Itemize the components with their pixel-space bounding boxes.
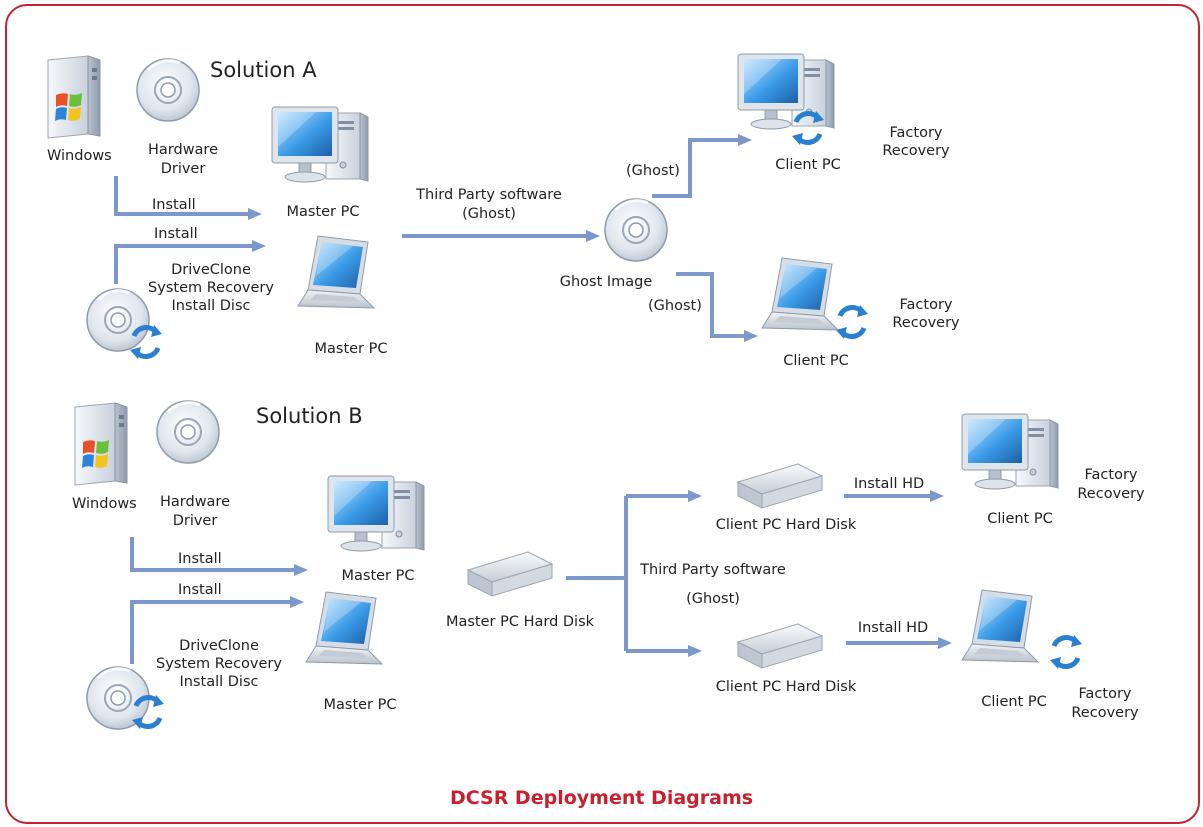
sol-a-master-laptop-label: Master PC	[314, 341, 388, 357]
sol-b-windows-label: Windows	[72, 496, 137, 512]
sol-a-third-party-ghost-label: (Ghost)	[462, 206, 516, 222]
flow-arrows	[114, 138, 938, 664]
sol-b-client-desktop-label: Client PC	[987, 511, 1053, 527]
solution-a-title: Solution A	[210, 58, 317, 82]
arrow-a-ghost-bottom	[676, 272, 744, 338]
sol-b-master-laptop-label: Master PC	[323, 697, 397, 713]
sol-a-driver-label: Driver	[160, 161, 206, 177]
solution-b-title: Solution B	[256, 404, 363, 428]
sol-a-ghost-image-icon	[603, 197, 669, 263]
sol-b-client-hdd-1-icon	[737, 463, 823, 509]
sol-b-install-2-label: Install	[178, 582, 222, 598]
arrow-a-install-2	[114, 244, 252, 284]
sol-a-client-desktop-icon	[737, 53, 835, 145]
sol-b-master-hdd-icon	[467, 551, 553, 597]
sol-b-windows-icon	[74, 402, 128, 486]
sol-b-factory-2-label: Factory	[1078, 686, 1132, 702]
sol-a-master-desktop-icon	[271, 106, 369, 183]
sol-a-recovery-2-label: Recovery	[892, 315, 960, 331]
sol-b-recovery-2-label: Recovery	[1071, 705, 1139, 721]
sol-a-system-recovery-label: System Recovery	[148, 280, 274, 296]
sol-b-third-party-ghost-label: (Ghost)	[686, 591, 740, 607]
sol-a-ghost-image-label: Ghost Image	[559, 274, 653, 290]
sol-b-client-hdd-2-label: Client PC Hard Disk	[715, 679, 857, 695]
sol-b-system-recovery-label: System Recovery	[156, 656, 282, 672]
sol-b-master-desktop-icon	[327, 475, 425, 552]
arrow-heads	[248, 134, 952, 657]
sol-a-ghost-bottom-label: (Ghost)	[648, 298, 702, 314]
sol-b-hardware-driver-icon	[155, 399, 221, 465]
sol-a-client-desktop-label: Client PC	[775, 157, 841, 173]
sol-a-install-2-label: Install	[154, 226, 198, 242]
sol-b-master-hdd-label: Master PC Hard Disk	[445, 614, 595, 630]
diagram-frame	[5, 4, 1200, 824]
sol-a-hardware-label: Hardware	[147, 142, 219, 158]
sol-b-client-laptop-icon	[961, 589, 1082, 669]
sol-b-hardware-label: Hardware	[159, 494, 231, 510]
sol-a-third-party-label: Third Party software	[416, 187, 562, 203]
arrow-a-ghost-top	[652, 138, 738, 198]
sol-a-install-disc-label: Install Disc	[171, 298, 251, 314]
sol-b-recovery-1-label: Recovery	[1077, 486, 1145, 502]
sol-b-client-laptop-label: Client PC	[981, 694, 1047, 710]
sol-b-client-desktop-icon	[961, 413, 1059, 490]
sol-a-factory-1-label: Factory	[889, 125, 943, 141]
sol-b-install-disc-label: Install Disc	[179, 674, 259, 690]
sol-b-client-hdd-1-label: Client PC Hard Disk	[715, 517, 857, 533]
sol-a-factory-2-label: Factory	[899, 297, 953, 313]
arrow-b-install-1	[130, 537, 294, 572]
sol-a-client-laptop-label: Client PC	[783, 353, 849, 369]
sol-b-master-desktop-label: Master PC	[341, 568, 415, 584]
sol-a-recovery-disc-icon	[85, 287, 162, 359]
sol-a-windows-label: Windows	[47, 148, 112, 164]
sol-b-client-hdd-2-icon	[737, 623, 823, 669]
sol-a-master-laptop-icon	[297, 235, 375, 309]
sol-b-install-hd-2-label: Install HD	[857, 620, 929, 636]
sol-a-hardware-driver-icon	[135, 57, 201, 123]
sol-a-install-1-label: Install	[152, 197, 196, 213]
sol-b-driveclone-label: DriveClone	[179, 638, 259, 654]
sol-b-third-party-label: Third Party software	[640, 562, 786, 578]
arrow-b-install-2	[130, 600, 290, 664]
sol-a-windows-icon	[47, 55, 101, 139]
sol-b-driver-label: Driver	[172, 513, 218, 529]
sol-a-recovery-1-label: Recovery	[882, 143, 950, 159]
sol-a-client-laptop-icon	[761, 257, 868, 339]
sol-b-recovery-disc-icon	[85, 665, 164, 729]
sol-b-master-laptop-icon	[305, 591, 383, 665]
arrow-a-install-1	[114, 176, 248, 216]
sol-a-master-desktop-label: Master PC	[286, 204, 360, 220]
diagram-caption: DCSR Deployment Diagrams	[449, 787, 754, 809]
sol-a-driveclone-label: DriveClone	[171, 262, 251, 278]
sol-b-install-1-label: Install	[178, 551, 222, 567]
sol-a-ghost-top-label: (Ghost)	[626, 163, 680, 179]
sol-b-install-hd-1-label: Install HD	[853, 476, 925, 492]
sol-b-factory-1-label: Factory	[1084, 467, 1138, 483]
